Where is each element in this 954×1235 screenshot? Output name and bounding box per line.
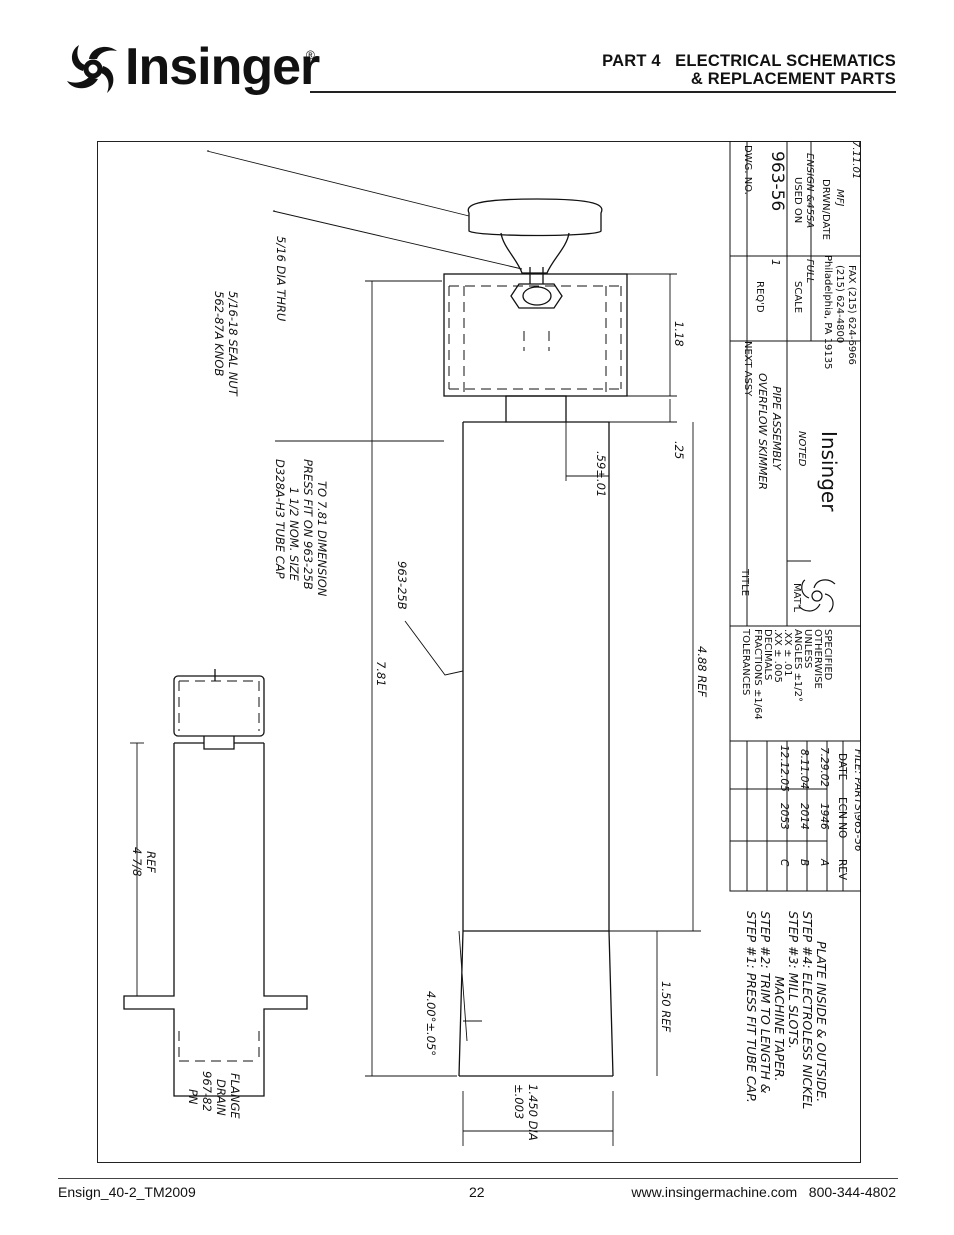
footer-page-number: 22	[469, 1184, 485, 1200]
seal-nut	[510, 283, 563, 309]
tol-l7: OTHERWISE	[812, 629, 823, 689]
section-title: PART 4 ELECTRICAL SCHEMATICS & REPLACEME…	[602, 52, 896, 88]
footer-contact: www.insingermachine.com 800-344-4802	[631, 1184, 896, 1200]
dwg-no-label: DWG. NO.	[742, 145, 753, 195]
drain-flange-cap	[173, 675, 265, 737]
dim-4-7-8: 4 7/8	[130, 847, 144, 876]
rev-b: B	[798, 859, 810, 866]
dim-angle: 4.00°±.05°	[424, 991, 438, 1056]
insinger-logo-icon	[67, 45, 117, 93]
tube-cap	[443, 273, 628, 397]
date-b: 8.11.04	[798, 749, 810, 789]
dim-4-88-ref: 4.88 REF	[695, 646, 709, 698]
section-title-line1: PART 4 ELECTRICAL SCHEMATICS	[602, 52, 896, 70]
ecn-c: 2053	[778, 803, 790, 830]
tol-l6: UNLESS	[802, 629, 813, 668]
rev-a: A	[818, 858, 830, 866]
knob-shape	[467, 198, 603, 237]
scale-label: SCALE	[792, 281, 803, 313]
used-on: ENSIGN &45SA	[804, 153, 815, 228]
callout-drain-4: FLANGE	[228, 1073, 242, 1119]
title-line-1: OVERFLOW SKIMMER	[756, 373, 769, 490]
title-block-logo-icon	[798, 579, 836, 613]
date-header: DATE	[836, 753, 848, 780]
dim-0-25: .25	[672, 441, 686, 459]
tol-l1: FRACTIONS ±1/64	[752, 629, 763, 720]
drain-flange-body	[123, 743, 308, 1097]
callout-seal-nut: 5/16-18 SEAL NUT	[226, 291, 240, 397]
tol-l2: DECIMALS	[762, 629, 773, 680]
date-a: 7.29.02	[818, 747, 830, 787]
rev-c: C	[778, 859, 790, 867]
footer-document-id: Ensign_40-2_TM2009	[58, 1184, 196, 1200]
callout-tube-cap-2: 1 1/2 NOM. SIZE	[287, 487, 301, 582]
reqd-value: 1	[769, 259, 782, 266]
company-fax: FAX (215) 624-6966	[846, 265, 857, 365]
tol-l3: .XX ± .005	[772, 629, 783, 683]
dim-4-7-8-ref: REF	[144, 851, 158, 873]
step-2: STEP #2: TRIM TO LENGTH &	[758, 911, 773, 1094]
ecn-header: ECN NO	[836, 797, 848, 838]
dwg-no: 963-56	[767, 151, 787, 211]
drwn-by: MFJ	[834, 189, 845, 206]
step-4: STEP #4: ELECTROLESS NICKEL	[800, 911, 815, 1109]
ecn-a: 1946	[818, 803, 830, 830]
dim-1-18: 1.18	[672, 321, 686, 347]
tol-l5: ANGLES ±1/2°	[792, 629, 803, 702]
company-name: Insinger	[817, 431, 841, 512]
tol-l8: SPECIFIED	[822, 629, 833, 681]
callout-pipe: 963-25B	[395, 561, 409, 610]
company-address: Philadelphia, PA 19135	[822, 255, 833, 370]
tol-l4: .XX ± .01	[782, 629, 793, 677]
callout-tube-cap-3: PRESS FIT ON 963-25B	[301, 459, 315, 590]
callout-drain-1: PN	[186, 1089, 200, 1105]
callout-tube-cap-4: TO 7.81 DIMENSION	[315, 481, 329, 597]
company-phone: (215) 624-4800	[834, 265, 845, 343]
callout-knob: 562-87A KNOB	[212, 291, 226, 376]
date-c: 12.12.05	[778, 745, 790, 792]
callout-tube-cap-1: D328A-H3 TUBE CAP	[273, 459, 287, 579]
dim-dia: 1.450 DIA	[526, 1084, 540, 1141]
reqd-label: REQ'D	[754, 281, 765, 313]
rev-header: REV	[836, 859, 848, 881]
drwn-date: 7.11.01	[850, 141, 861, 179]
ecn-b: 2014	[798, 803, 810, 830]
brand-name: Insinger	[125, 38, 320, 96]
dim-7-81: 7.81	[374, 661, 388, 687]
title-line-2: PIPE ASSEMBLY	[770, 386, 783, 471]
matl-value: NOTED	[796, 431, 807, 467]
next-assy-label: NEXT ASSY	[742, 341, 753, 397]
dim-1-50-ref: 1.50 REF	[659, 981, 673, 1033]
engineering-drawing: 562-87A KNOB 5/16-18 SEAL NUT 5/16 DIA T…	[123, 141, 861, 1146]
registered-mark: ®	[306, 48, 315, 62]
section-title-line2: & REPLACEMENT PARTS	[690, 70, 896, 88]
dim-0-59: .59±.01	[594, 451, 608, 497]
title-label: TITLE	[739, 568, 750, 596]
callout-drain-3: DRAIN	[214, 1079, 228, 1116]
matl-label: MAT'L	[791, 583, 802, 613]
dim-dia-tol: ±.003	[512, 1084, 526, 1119]
scale-value: FULL	[804, 259, 815, 283]
footer-rule	[58, 1178, 898, 1179]
tol-title: TOLERANCES	[740, 628, 751, 695]
callout-dia-thru: 5/16 DIA THRU	[274, 236, 288, 322]
header-rule	[310, 91, 896, 93]
step-3: STEP #3: MILL SLOTS.	[786, 911, 801, 1049]
step-1: STEP #1: PRESS FIT TUBE CAP.	[744, 911, 759, 1103]
file-path: FILE: PARTS\963-56	[852, 749, 861, 852]
pipe-body	[462, 421, 610, 931]
drwn-label: DRWN/DATE	[820, 179, 831, 240]
used-on-label: USED ON	[792, 177, 803, 223]
step-2b: MACHINE TAPER.	[772, 976, 787, 1082]
step-4b: PLATE INSIDE & OUTSIDE.	[814, 941, 829, 1102]
callout-drain-2: 967-82	[200, 1071, 214, 1112]
